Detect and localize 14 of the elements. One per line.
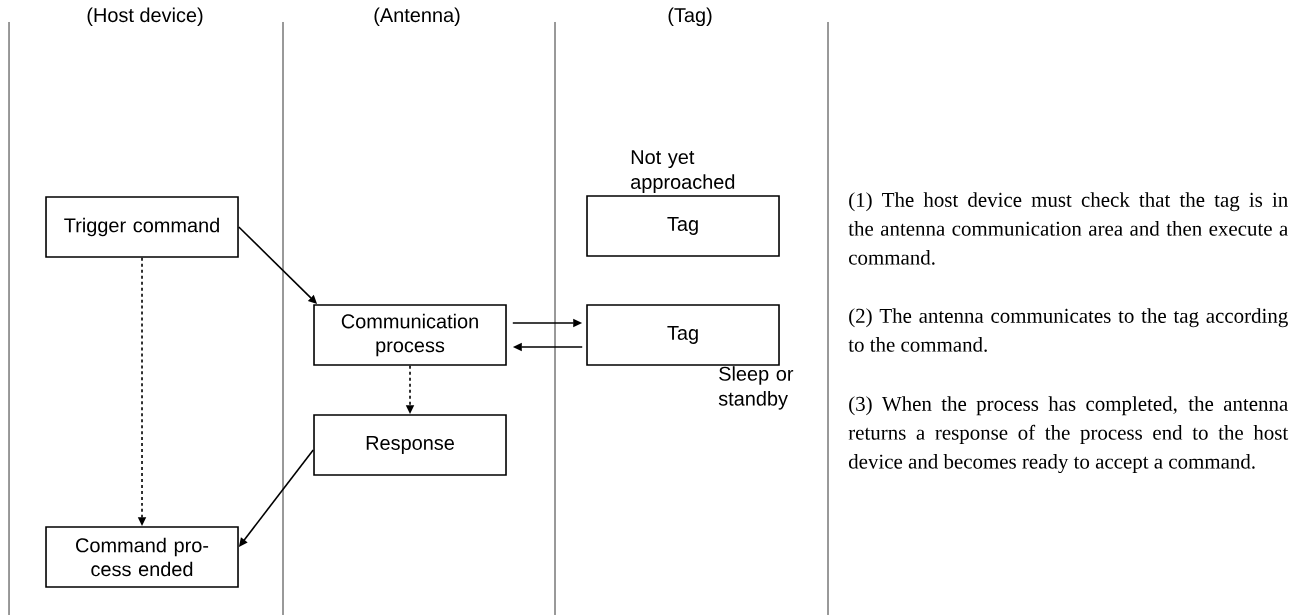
process-box: Communication process — [313, 304, 507, 366]
process-box: Command pro- cess ended — [45, 526, 239, 588]
process-box: Tag — [586, 195, 780, 257]
lane-heading: (Antenna) — [374, 7, 460, 27]
state-label: Not yet approached — [631, 150, 735, 193]
state-label: Sleep or standby — [718, 366, 794, 410]
lane-heading: (Host device) — [87, 7, 203, 27]
note-text: (1) The host device must check that the tag is in the antenna communication area and then execute a command. — [848, 192, 1288, 265]
note-text: (3) When the process has completed, the antenna returns a response of the process end to the host device and becomes ready to accept a command. — [848, 396, 1289, 473]
process-box: Trigger command — [45, 196, 239, 258]
note-text: (2) The antenna communicates to the tag according to the command. — [848, 308, 1288, 352]
process-box: Tag — [586, 304, 780, 366]
process-box: Response — [313, 414, 507, 476]
lane-heading: (Tag) — [668, 7, 712, 27]
